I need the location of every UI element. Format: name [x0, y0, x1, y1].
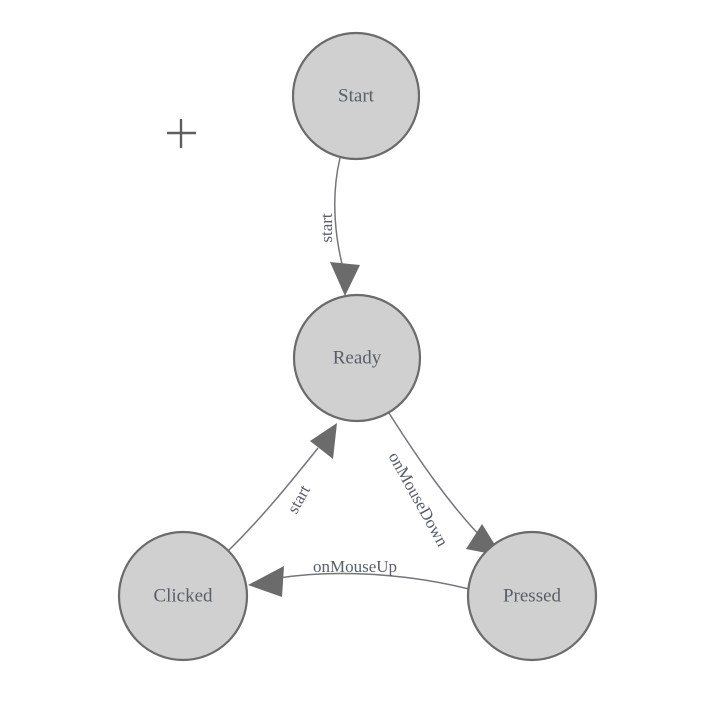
arrowhead-clicked-to-ready: [310, 423, 337, 459]
node-pressed-circle[interactable]: [466, 530, 598, 662]
edge-label-clicked-to-ready: start: [283, 482, 314, 517]
edge-label-start-to-ready-group: start: [317, 213, 336, 243]
edge-label-pressed-to-clicked: onMouseUp: [313, 557, 397, 576]
edge-path-clicked-to-ready: [227, 447, 319, 552]
edge-label-ready-to-pressed: onMouseDown: [385, 449, 453, 550]
node-ready[interactable]: Ready: [292, 293, 422, 423]
edge-path-pressed-to-clicked: [278, 572, 470, 590]
edge-label-start-to-ready: start: [317, 213, 336, 243]
edge-label-ready-to-pressed-group: onMouseDown: [385, 449, 453, 550]
crosshair-icon: [167, 119, 196, 148]
edge-path-ready-to-pressed: [388, 412, 488, 544]
node-clicked-circle[interactable]: [117, 530, 249, 662]
edge-pressed-to-clicked[interactable]: [248, 566, 470, 597]
edge-label-pressed-to-clicked-group: onMouseUp: [313, 557, 397, 576]
node-clicked-label: Clicked: [153, 585, 213, 606]
node-start-label: Start: [338, 85, 375, 106]
edge-start-to-ready[interactable]: [330, 157, 360, 296]
edge-clicked-to-ready[interactable]: [227, 423, 337, 552]
node-pressed-label: Pressed: [503, 585, 562, 606]
node-clicked[interactable]: Clicked: [117, 530, 249, 662]
node-ready-label: Ready: [333, 347, 382, 368]
node-start[interactable]: Start: [291, 31, 421, 161]
node-pressed[interactable]: Pressed: [466, 530, 598, 662]
node-ready-circle[interactable]: [292, 293, 422, 423]
edge-path-start-to-ready: [334, 157, 345, 273]
arrowhead-start-to-ready: [330, 262, 360, 296]
node-start-circle[interactable]: [291, 31, 421, 161]
edge-label-clicked-to-ready-group: start: [283, 482, 314, 517]
arrowhead-pressed-to-clicked: [248, 566, 284, 597]
